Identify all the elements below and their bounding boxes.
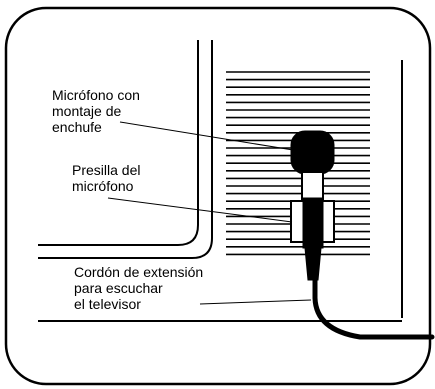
tv-panel-inner-wall: [38, 40, 199, 246]
extension-cord: [312, 275, 435, 340]
microphone-body: [302, 197, 324, 249]
microphone-neck: [301, 171, 324, 201]
microphone-leader-line: [119, 121, 294, 151]
microphone-plug: [304, 247, 322, 281]
tv-panel-outer-wall: [38, 40, 213, 259]
diagram-frame: [4, 6, 432, 386]
clip-label: Presilla del micrófono: [72, 162, 144, 194]
cord-label: Cordón de extensión para escuchar el tel…: [74, 264, 207, 312]
cord-leader-line: [199, 299, 312, 305]
clip-leader-line: [107, 197, 293, 223]
microphone-head: [290, 130, 335, 175]
microphone-label: Micrófono con montaje de enchufe: [52, 87, 144, 135]
